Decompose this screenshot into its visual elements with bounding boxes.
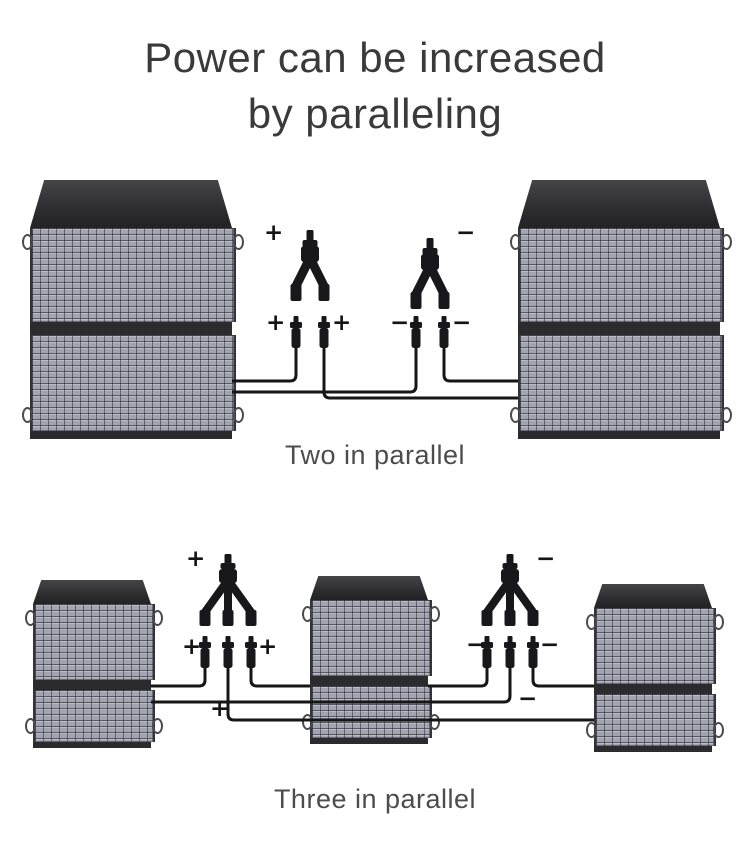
- panel-cells-lower: [25, 690, 163, 742]
- hanging-loop-icon: [302, 606, 313, 622]
- mc4-lead-connector-icon: [527, 636, 539, 668]
- panel-fold-strip: [30, 322, 232, 335]
- mc4-lead-connector-icon: [318, 316, 330, 348]
- hanging-loop-icon: [233, 234, 244, 250]
- hanging-loop-icon: [713, 722, 724, 738]
- solar-panel-top-left: [22, 180, 244, 439]
- panel-cells-upper: [586, 608, 724, 684]
- mc4-lead-connector-icon: [438, 316, 450, 348]
- hanging-loop-icon: [510, 234, 521, 250]
- panel-cells-lower: [302, 686, 440, 738]
- hanging-loop-icon: [233, 407, 244, 423]
- wire: [442, 348, 518, 383]
- panel-cells-upper: [302, 600, 440, 676]
- hanging-loop-icon: [152, 718, 163, 734]
- hanging-loop-icon: [586, 614, 597, 630]
- panel-flap: [310, 576, 428, 600]
- page-title: Power can be increased by paralleling: [0, 30, 750, 142]
- title-line-2: by paralleling: [247, 89, 503, 137]
- minus-label: −: [390, 310, 410, 336]
- caption-three-in-parallel: Three in parallel: [273, 784, 477, 814]
- panel-flap: [30, 180, 232, 228]
- panel-base-strip: [594, 746, 712, 752]
- plus-label: +: [266, 310, 286, 336]
- hanging-loop-icon: [429, 606, 440, 622]
- hanging-loop-icon: [429, 714, 440, 730]
- panel-flap: [518, 180, 720, 228]
- panel-base-strip: [518, 431, 720, 439]
- title-line-1: Power can be increased: [144, 34, 606, 81]
- plus-label: +: [186, 546, 206, 572]
- plus-label: +: [210, 696, 230, 722]
- wire: [232, 348, 298, 383]
- minus-label: −: [536, 546, 556, 572]
- wire: [249, 668, 310, 688]
- hanging-loop-icon: [25, 610, 36, 626]
- panel-fold-strip: [310, 676, 428, 686]
- panel-flap: [594, 584, 712, 608]
- minus-label: −: [518, 686, 538, 712]
- hanging-loop-icon: [510, 407, 521, 423]
- panel-base-strip: [310, 738, 428, 744]
- wire: [428, 668, 489, 688]
- solar-panel-bottom-middle: [302, 576, 440, 744]
- mc4-lead-connector-icon: [222, 636, 234, 668]
- caption-two-in-parallel: Two in parallel: [284, 440, 466, 470]
- mc4-lead-connector-icon: [245, 636, 257, 668]
- y-branch-connector-plus-icon: [291, 230, 330, 301]
- mc4-lead-connector-icon: [410, 316, 422, 348]
- hanging-loop-icon: [713, 614, 724, 630]
- hanging-loop-icon: [25, 718, 36, 734]
- panel-cells-lower: [586, 694, 724, 746]
- plus-label: +: [258, 634, 278, 660]
- hanging-loop-icon: [721, 234, 732, 250]
- panel-base-strip: [30, 431, 232, 439]
- y-branch-connector-minus-icon: [411, 238, 450, 309]
- wires-two-parallel: [232, 348, 518, 400]
- plus-label: +: [182, 634, 202, 660]
- hanging-loop-icon: [22, 234, 33, 250]
- plus-label: +: [332, 310, 352, 336]
- hanging-loop-icon: [586, 722, 597, 738]
- panel-fold-strip: [518, 322, 720, 335]
- minus-label: −: [456, 220, 476, 246]
- panel-cells-lower: [22, 335, 244, 431]
- panel-base-strip: [33, 742, 151, 748]
- wire: [232, 348, 418, 394]
- panel-fold-strip: [594, 684, 712, 694]
- solar-panel-bottom-left: [25, 580, 163, 748]
- hanging-loop-icon: [22, 407, 33, 423]
- wire: [151, 668, 207, 688]
- panel-cells-upper: [510, 228, 732, 322]
- mc4-lead-connector-icon: [504, 636, 516, 668]
- panel-cells-upper: [25, 604, 163, 680]
- wire: [531, 668, 594, 688]
- three-way-branch-connector-plus-icon: [200, 554, 257, 626]
- panel-cells-upper: [22, 228, 244, 322]
- panel-fold-strip: [33, 680, 151, 690]
- hanging-loop-icon: [302, 714, 313, 730]
- three-way-branch-connector-minus-icon: [482, 554, 539, 626]
- mc4-lead-connector-icon: [290, 316, 302, 348]
- solar-panel-top-right: [510, 180, 732, 439]
- minus-label: −: [452, 310, 472, 336]
- wire: [322, 348, 518, 400]
- plus-label: +: [264, 220, 284, 246]
- panel-flap: [33, 580, 151, 604]
- solar-panel-bottom-right: [586, 584, 724, 752]
- minus-label: −: [540, 632, 560, 658]
- hanging-loop-icon: [721, 407, 732, 423]
- minus-label: −: [466, 632, 486, 658]
- panel-cells-lower: [510, 335, 732, 431]
- hanging-loop-icon: [152, 610, 163, 626]
